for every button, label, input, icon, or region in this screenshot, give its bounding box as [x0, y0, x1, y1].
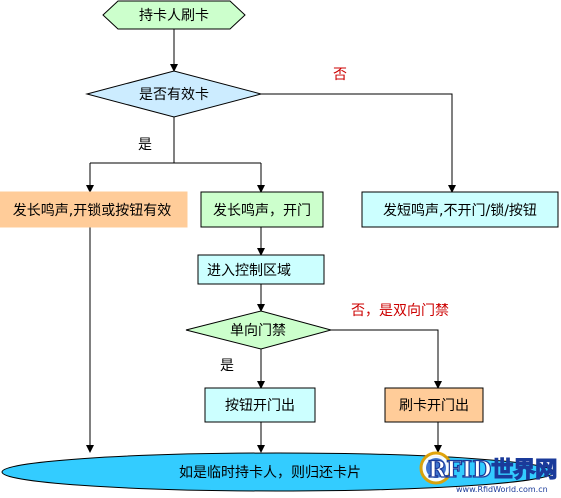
watermark-logo: RFID世界网 www.RfidWorld.com.cn — [419, 451, 558, 494]
connectors — [86, 29, 456, 453]
watermark-url: www.RfidWorld.com.cn — [456, 485, 548, 494]
swipe-exit-shape — [384, 387, 484, 423]
one-way-check-shape — [185, 310, 333, 350]
end-shape — [1, 452, 555, 492]
button-exit-label: 按钮开门出 — [225, 398, 295, 414]
long-beep-valid-shape — [0, 191, 188, 228]
valid-check-label: 是否有效卡 — [139, 87, 209, 103]
long-beep-open-node: 发长鸣声，开门 — [200, 191, 324, 228]
valid-no-label: 否 — [333, 67, 347, 83]
end-label: 如是临时持卡人，则归还卡片 — [179, 464, 361, 481]
valid-check-shape — [85, 70, 263, 118]
start-label: 持卡人刷卡 — [139, 8, 209, 24]
valid-check-node: 是否有效卡 — [85, 70, 263, 118]
short-beep-shape — [361, 191, 559, 228]
swipe-exit-label: 刷卡开门出 — [399, 398, 469, 414]
long-beep-valid-node: 发长鸣声,开锁或按钮有效 — [0, 191, 188, 228]
enter-area-shape — [197, 254, 325, 285]
short-beep-node: 发短鸣声,不开门/锁/按钮 — [361, 191, 559, 228]
end-node: 如是临时持卡人，则归还卡片 — [1, 452, 555, 492]
long-beep-valid-label: 发长鸣声,开锁或按钮有效 — [13, 202, 171, 219]
enter-area-label: 进入控制区域 — [207, 263, 291, 279]
short-beep-label: 发短鸣声,不开门/锁/按钮 — [383, 202, 537, 219]
long-beep-open-label: 发长鸣声，开门 — [213, 202, 311, 219]
button-exit-shape — [204, 387, 316, 423]
enter-area-node: 进入控制区域 — [197, 254, 325, 285]
valid-yes-label: 是 — [138, 137, 152, 153]
start-node: 持卡人刷卡 — [102, 0, 246, 30]
one-way-yes-label: 是 — [220, 358, 234, 374]
long-beep-open-shape — [200, 191, 324, 228]
start-shape — [102, 0, 246, 30]
edge-valid-no — [261, 93, 456, 193]
one-way-check-node: 单向门禁 — [185, 310, 333, 350]
watermark-brand: RFID世界网 — [428, 457, 557, 483]
swipe-exit-node: 刷卡开门出 — [384, 387, 484, 423]
button-exit-node: 按钮开门出 — [204, 387, 316, 423]
edge-one-way-no — [331, 329, 442, 389]
one-way-check-label: 单向门禁 — [230, 323, 286, 339]
one-way-no-label: 否，是双向门禁 — [351, 303, 449, 319]
